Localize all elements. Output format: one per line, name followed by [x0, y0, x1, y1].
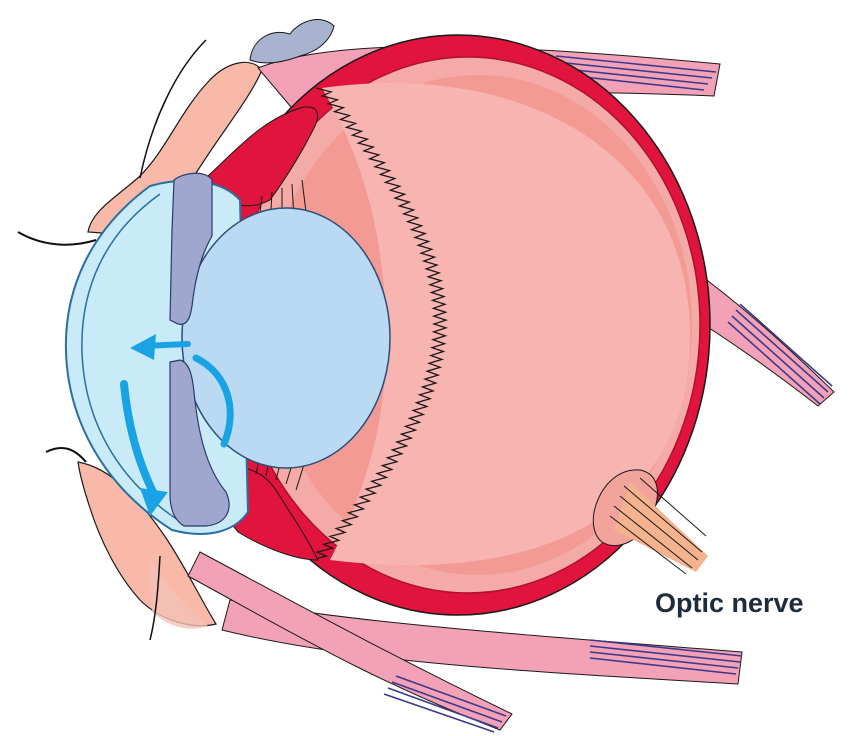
optic-nerve-label: Optic nerve	[655, 588, 804, 618]
lens	[182, 208, 390, 468]
upper-eyelash	[18, 232, 96, 245]
lower-eyelash	[46, 448, 86, 462]
